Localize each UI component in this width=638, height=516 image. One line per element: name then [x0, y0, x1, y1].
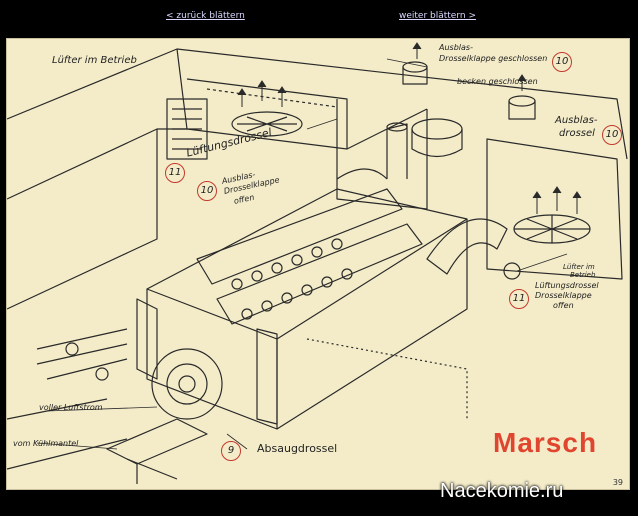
- page-navigation: < zurück blättern weiter blättern >: [0, 8, 638, 28]
- callout-10-left: 10: [197, 181, 217, 201]
- site-watermark: Nacekomie.ru: [440, 480, 564, 502]
- callout-11-right: 11: [509, 289, 529, 309]
- label-lueftungsdrossel-right-2: Drosselklappe: [535, 291, 592, 300]
- engine-cooling-diagram: [7, 42, 628, 484]
- label-becken-geschlossen: becken geschlossen: [457, 77, 538, 86]
- label-vom-kuehlmantel: vom Kühlmantel: [13, 439, 79, 448]
- label-ausblas-klappe: Ausblas-: [439, 43, 473, 52]
- label-drossel-geschlossen: Drosselklappe geschlossen: [439, 54, 548, 63]
- callout-10-right: 10: [602, 125, 622, 145]
- label-voller-luftstrom: voller Luftstrom: [39, 403, 103, 412]
- callout-9: 9: [221, 441, 241, 461]
- previous-page-link[interactable]: < zurück blättern: [166, 11, 245, 21]
- page-number: 39: [612, 478, 623, 487]
- label-lueftungsdrossel-right-1: Lüftungsdrossel: [535, 281, 599, 290]
- callout-10-top: 10: [552, 52, 572, 72]
- label-ausblasdrossel-bottom: drossel: [559, 128, 595, 139]
- label-luefter-im-betrieb-1: Lüfter im: [563, 263, 595, 271]
- diagram-title: Lüfter im Betrieb: [52, 55, 137, 66]
- label-luefter-im-betrieb-2: Betrieb: [570, 271, 596, 279]
- label-ausblasdrossel-top: Ausblas-: [555, 115, 598, 126]
- mode-label: Marsch: [493, 427, 598, 458]
- next-page-link[interactable]: weiter blättern >: [399, 11, 476, 21]
- label-lueftungsdrossel-right-3: offen: [553, 301, 574, 310]
- label-absaugdrossel: Absaugdrossel: [257, 442, 338, 455]
- callout-11-left: 11: [165, 163, 185, 183]
- diagram-page: Lüfter im Betrieb Ausblas- Drosselklappe…: [6, 38, 630, 490]
